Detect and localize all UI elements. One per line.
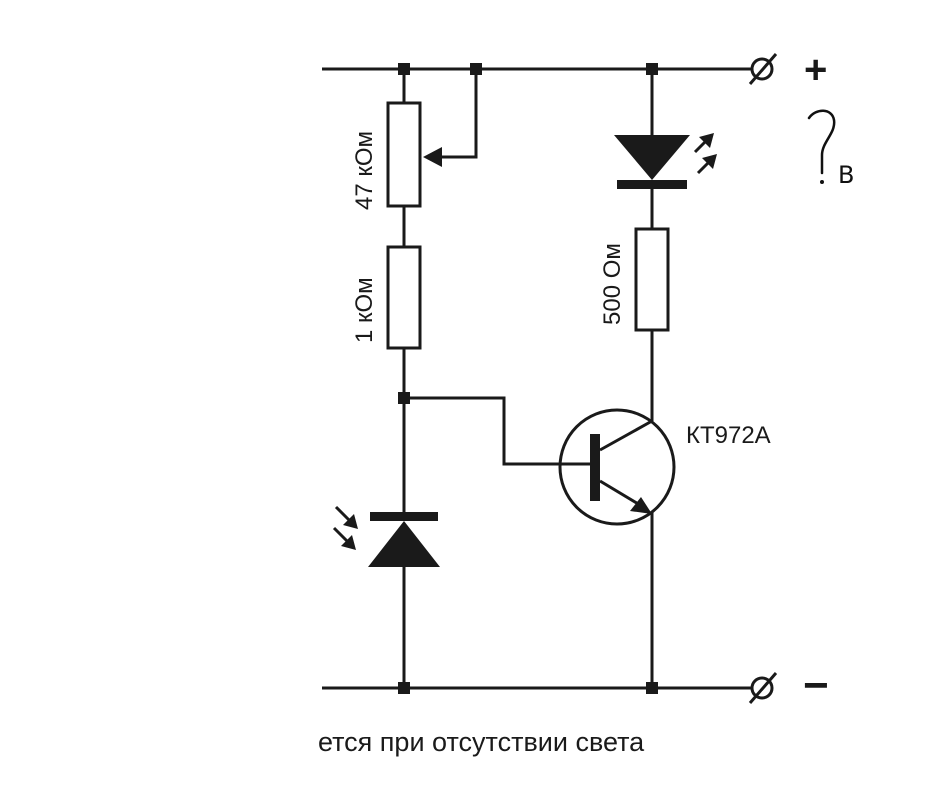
resistor-500-label: 500 Ом	[599, 243, 626, 325]
transistor-label: КТ972А	[686, 422, 771, 449]
led-triangle-icon	[614, 135, 690, 180]
junction-dot	[470, 63, 482, 75]
junction-dot	[646, 63, 658, 75]
potentiometer-wiper-wire	[440, 69, 478, 159]
emitted-light-arrows-icon	[693, 133, 717, 175]
transistor-body	[558, 408, 676, 526]
positive-sign: +	[804, 48, 827, 92]
emitter-arrow-icon	[630, 497, 652, 514]
transistor-collector	[599, 419, 653, 452]
caption: ется при отсутствии света	[318, 727, 645, 757]
negative-terminal-icon	[748, 672, 778, 704]
resistor-500	[634, 227, 670, 332]
photodiode-triangle-icon	[368, 521, 440, 567]
handwritten-note: В	[807, 109, 854, 189]
transistor-emitter	[599, 479, 641, 507]
junction-dot	[398, 392, 410, 404]
wiper-arrow-icon	[423, 147, 442, 167]
handwritten-question-mark-icon	[807, 109, 836, 175]
positive-terminal-icon	[748, 53, 778, 85]
handwritten-unit: В	[838, 161, 854, 189]
resistor-1k	[386, 245, 422, 350]
negative-sign: −	[803, 661, 829, 710]
resistor-1k-label: 1 кОм	[351, 277, 378, 343]
led-cathode-bar	[617, 180, 687, 189]
incoming-light-arrows-icon	[332, 505, 358, 550]
junction-dot	[398, 63, 410, 75]
transistor-base-bar	[590, 434, 600, 501]
potentiometer	[386, 101, 422, 208]
junctions	[398, 63, 658, 694]
junction-dot	[398, 682, 410, 694]
photodiode-cathode-bar	[370, 512, 438, 521]
base-wire	[404, 396, 596, 466]
junction-dot	[646, 682, 658, 694]
potentiometer-label: 47 кОм	[351, 131, 378, 210]
